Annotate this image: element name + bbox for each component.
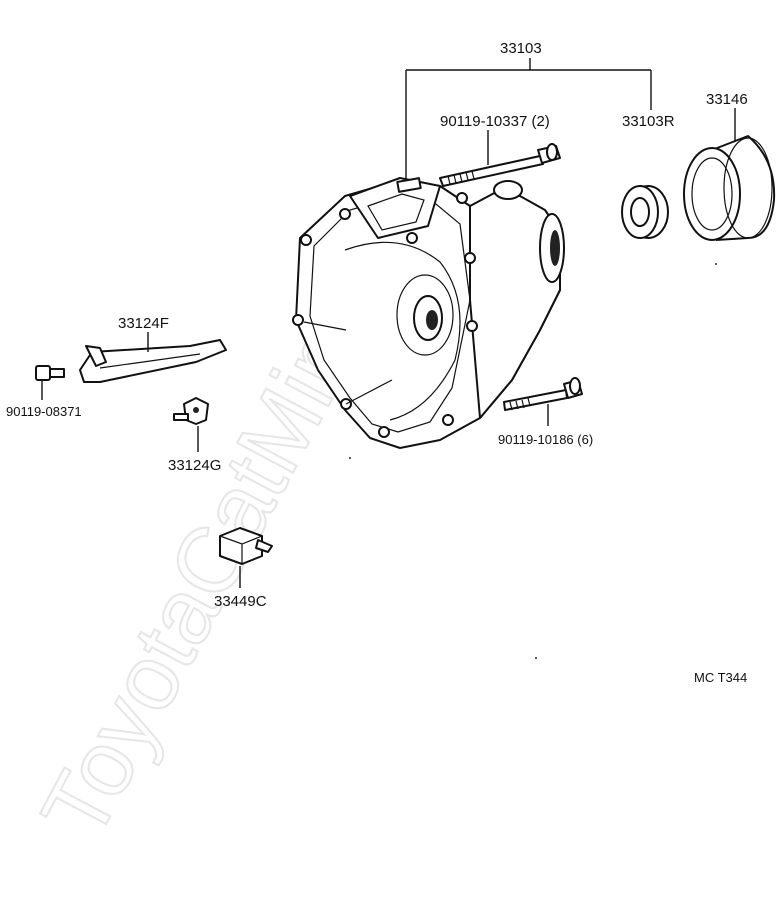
callout-90119-08371: 90119-08371 (6, 404, 82, 419)
callout-33124F: 33124F (118, 315, 169, 332)
bolt-lower (503, 377, 583, 411)
bolt-left (35, 365, 65, 381)
callout-90119-10337: 90119-10337 (2) (440, 113, 550, 130)
diagram-code: MC T344 (694, 670, 747, 685)
callout-33124G: 33124G (168, 457, 221, 474)
callout-33146: 33146 (706, 91, 748, 108)
bolt-upper (439, 143, 561, 187)
oil-seal (621, 185, 669, 239)
clutch-housing (292, 177, 565, 449)
callout-33103R: 33103R (622, 113, 675, 130)
callout-33449C: 33449C (214, 593, 267, 610)
pivot-stud (173, 397, 209, 425)
assembly-bracket (405, 58, 652, 180)
callout-33103: 33103 (500, 40, 542, 57)
callout-90119-10186: 90119-10186 (6) (498, 432, 593, 447)
release-lever (79, 339, 227, 383)
bearing-retainer (683, 135, 776, 241)
retaining-clip (219, 527, 273, 565)
